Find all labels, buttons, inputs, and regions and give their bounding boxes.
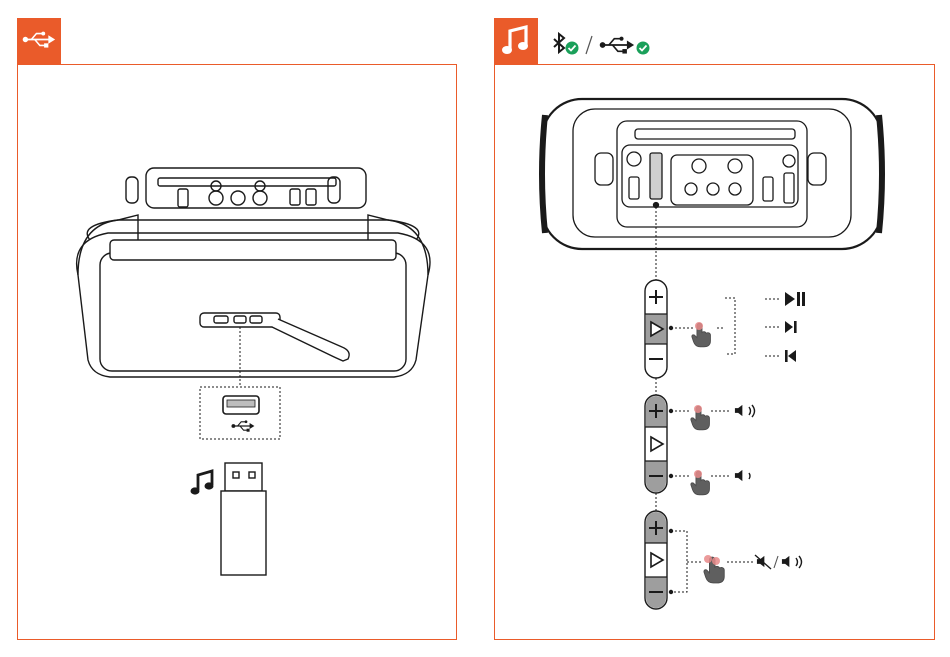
controls-illustration <box>495 65 934 639</box>
music-note-icon <box>494 18 538 64</box>
unmute-icon <box>782 556 802 568</box>
usb-illustration <box>18 65 456 639</box>
press-gesture <box>691 470 710 495</box>
usb-tab <box>17 18 61 64</box>
volume-down-icon <box>735 470 750 481</box>
usb-flash-drive <box>221 463 266 575</box>
usb-icon <box>17 18 61 64</box>
single-press-gesture <box>692 322 711 347</box>
next-track-icon <box>785 321 797 333</box>
separator <box>774 556 778 568</box>
usb-panel <box>17 64 457 640</box>
check-icon <box>637 42 650 55</box>
bluetooth-icon <box>554 34 564 52</box>
control-group-mute <box>645 511 802 609</box>
control-group-play <box>645 280 805 378</box>
controls-panel <box>494 64 935 640</box>
press-together-gesture <box>704 555 724 583</box>
play-pause-icon <box>785 292 805 306</box>
mute-icon <box>755 555 771 569</box>
music-tab <box>494 18 538 64</box>
separator <box>586 36 592 54</box>
check-icon <box>566 42 579 55</box>
music-note-icon <box>191 471 214 495</box>
speaker-rear-view <box>77 168 430 377</box>
speaker-top-view <box>542 99 882 249</box>
press-gesture <box>691 405 710 430</box>
usb-a-port <box>223 396 259 414</box>
usb-icon <box>600 37 634 54</box>
previous-track-icon <box>785 350 796 362</box>
control-group-volume <box>645 395 755 495</box>
source-indicators <box>550 30 670 58</box>
volume-up-icon <box>735 405 755 417</box>
usb-icon <box>231 420 254 431</box>
